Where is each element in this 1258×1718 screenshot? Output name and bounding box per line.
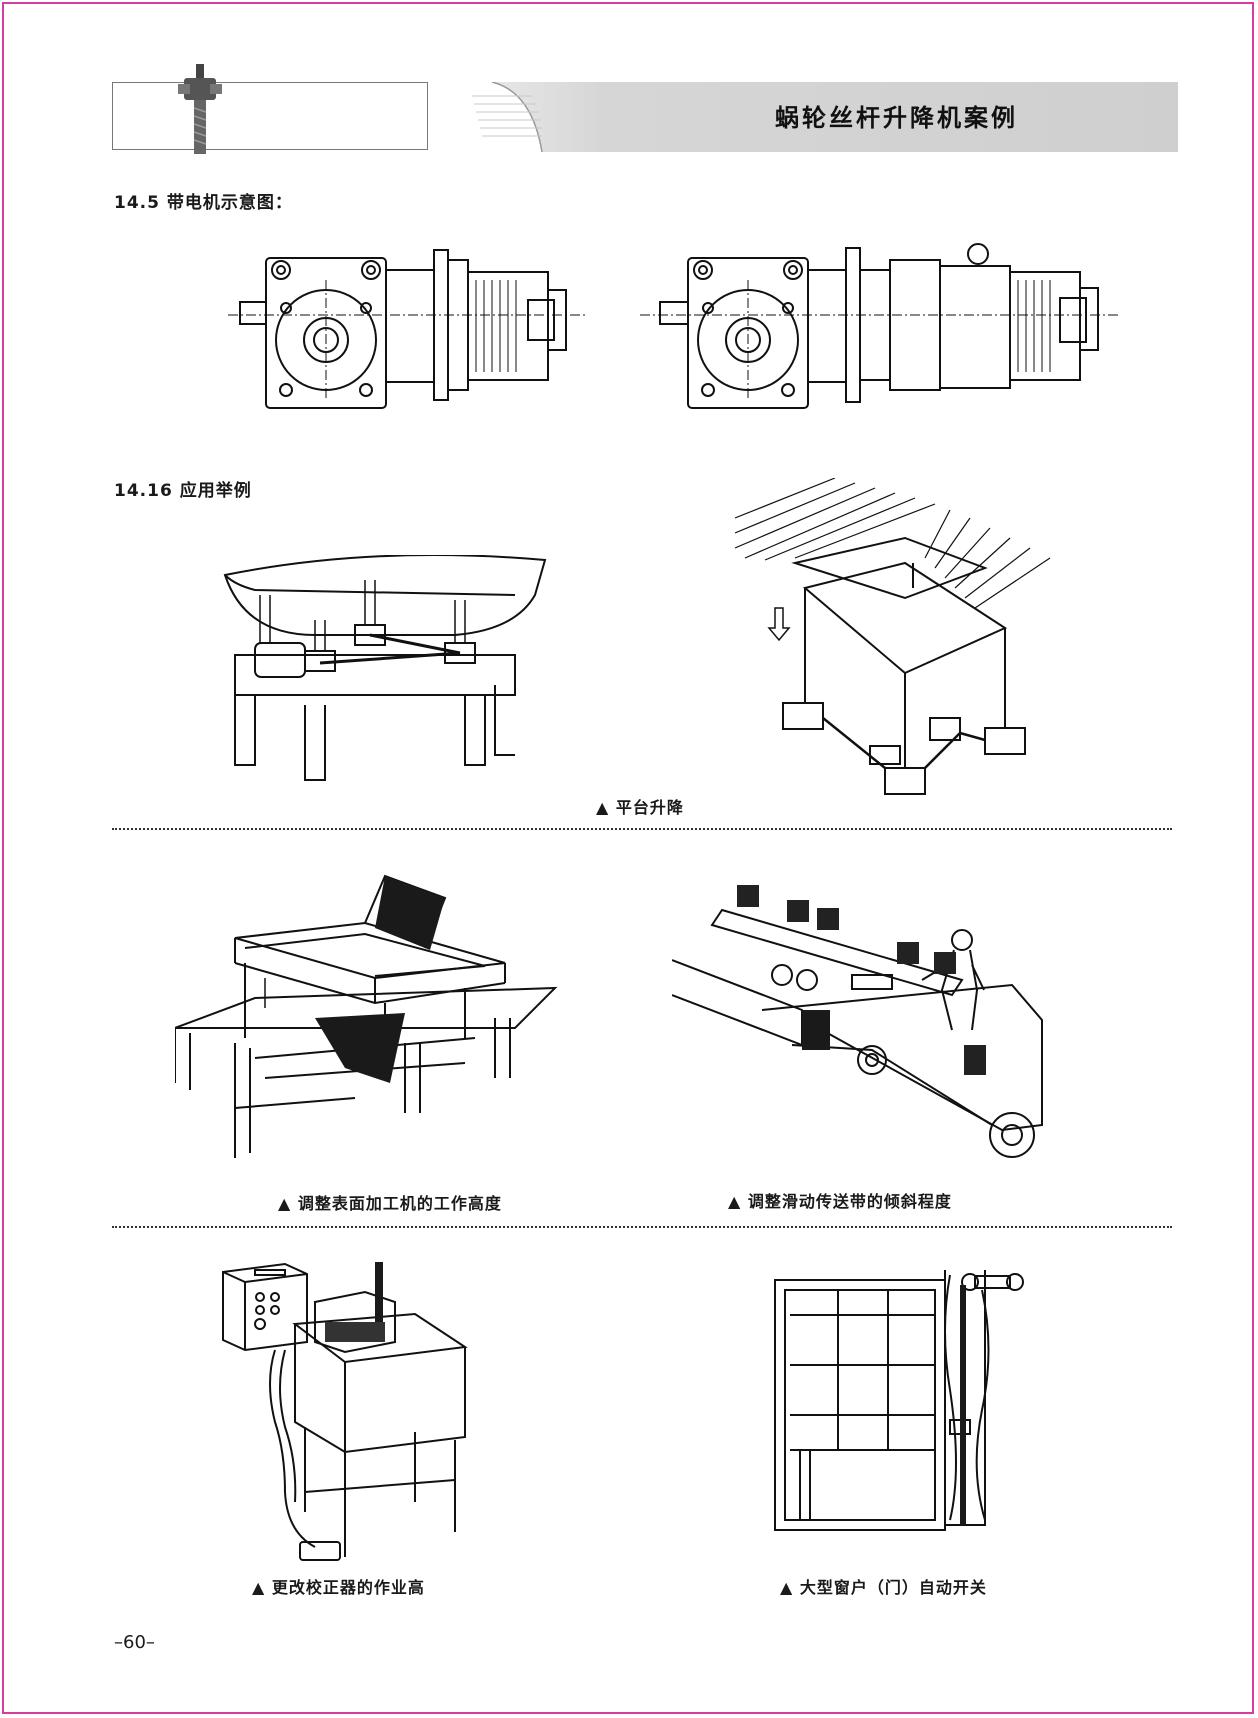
motor-diagram-figure-2	[640, 243, 1120, 409]
caption-platform-lift: ▲ 平台升降	[596, 798, 684, 817]
screw-jack-logo-icon	[178, 64, 222, 154]
section-divider	[112, 1226, 1172, 1228]
surface-processing-machine-illustration	[175, 874, 558, 1158]
caption-window-door: ▲ 大型窗户（门）自动开关	[780, 1578, 987, 1597]
caption-sliding-conveyor: ▲ 调整滑动传送带的倾斜程度	[728, 1192, 952, 1211]
bowl-table-lift-illustration	[223, 555, 547, 781]
large-window-door-illustration	[774, 1270, 1024, 1531]
ceiling-platform-lift-illustration	[735, 478, 1051, 795]
section-heading-motor-diagram: 14.5 带电机示意图：	[114, 193, 293, 213]
page-title: 蜗轮丝杆升降机案例	[775, 104, 1018, 132]
header-logo-box	[112, 82, 428, 150]
page-number: –60–	[114, 1632, 155, 1653]
page-header: 蜗轮丝杆升降机案例	[112, 64, 1178, 154]
motor-diagram-figure-1	[228, 249, 588, 409]
section-divider	[112, 828, 1172, 830]
caption-surface-machine: ▲ 调整表面加工机的工作高度	[278, 1194, 502, 1213]
section-heading-examples: 14.16 应用举例	[114, 481, 252, 501]
sliding-conveyor-illustration	[672, 885, 1043, 1158]
calibrator-workstation-illustration	[222, 1262, 468, 1561]
caption-calibrator: ▲ 更改校正器的作业高	[252, 1578, 425, 1597]
